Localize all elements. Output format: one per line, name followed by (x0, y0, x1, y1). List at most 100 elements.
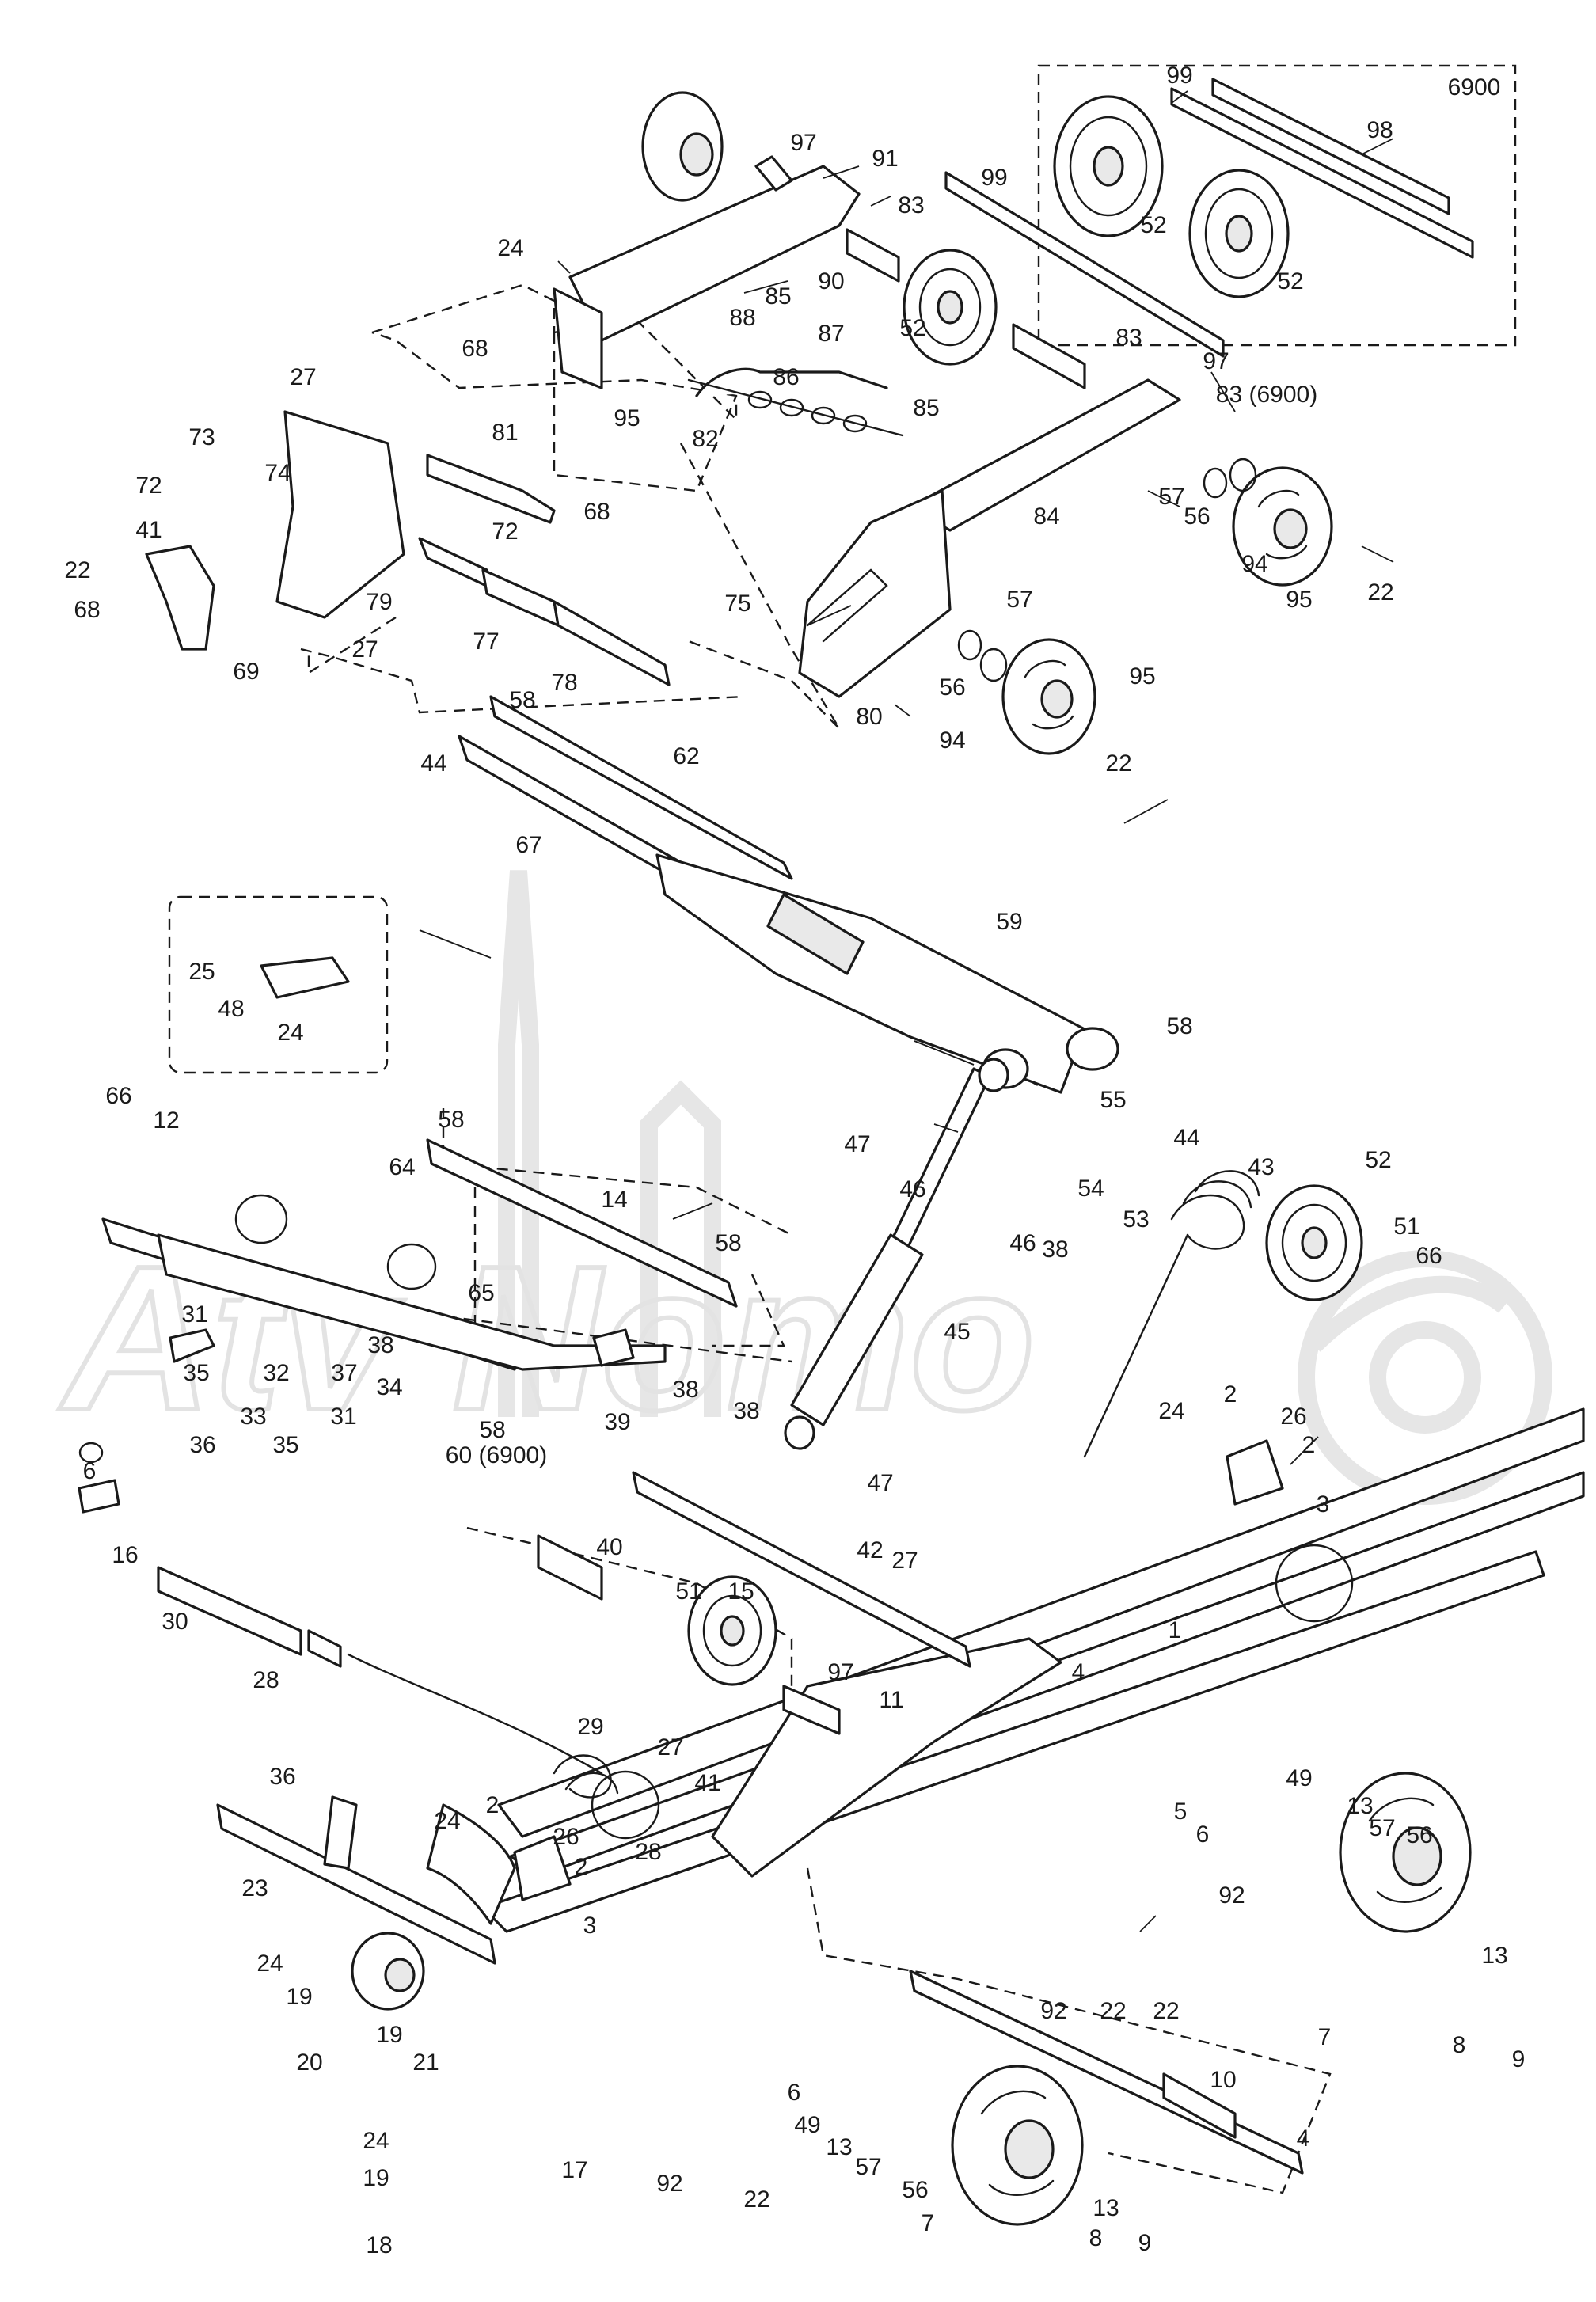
callout-91: 91 (872, 146, 898, 172)
callout-26: 26 (553, 1824, 579, 1850)
callout-87: 87 (818, 321, 844, 347)
callout-38: 38 (1042, 1236, 1068, 1263)
shaft-78 (553, 600, 671, 686)
callout-74: 74 (264, 460, 291, 486)
callout-57: 57 (855, 2154, 881, 2180)
callout-9: 9 (1138, 2230, 1152, 2256)
clip-39 (592, 1328, 635, 1367)
arm-gusset (766, 893, 864, 975)
callout-95: 95 (1129, 663, 1155, 689)
front-axle-assembly (216, 1795, 496, 2011)
shaft-42 (632, 1471, 971, 1668)
idler-wheel-94 (1232, 466, 1333, 587)
ring-6 (78, 1442, 104, 1464)
callout-66: 66 (105, 1083, 131, 1109)
rear-arm-assembly (553, 91, 1225, 437)
callout-60-6900: 60 (6900) (446, 1442, 547, 1468)
callout-19: 19 (363, 2165, 389, 2191)
callout-95: 95 (614, 405, 640, 431)
callout-40: 40 (596, 1534, 622, 1560)
callout-41: 41 (694, 1770, 720, 1796)
option-6900-assembly (1053, 78, 1474, 298)
block-26b (513, 1835, 572, 1901)
right-bracket-assembly (798, 378, 1333, 755)
callout-22: 22 (743, 2186, 770, 2213)
callout-58: 58 (1166, 1013, 1192, 1039)
callout-56: 56 (1184, 503, 1210, 530)
small-parts (78, 956, 1284, 1901)
wheel-hub (679, 132, 714, 177)
callout-81: 81 (492, 420, 518, 446)
callout-85: 85 (765, 283, 791, 310)
leader-lines (419, 90, 1394, 1932)
idler-wheel-52 (1053, 95, 1164, 237)
front-arm-mount-group-lower (553, 332, 738, 492)
callout-6: 6 (1196, 1821, 1210, 1848)
callout-22: 22 (1100, 1998, 1126, 2024)
callout-85: 85 (913, 395, 939, 421)
callout-20: 20 (296, 2049, 322, 2076)
snap-ring-57b (957, 629, 982, 661)
spring-hook-b (386, 1243, 437, 1290)
callout-38: 38 (672, 1377, 698, 1403)
callout-19: 19 (286, 1984, 312, 2010)
block-26 (1226, 1439, 1284, 1506)
idler-wheel-52 (902, 249, 998, 366)
callout-23: 23 (241, 1875, 268, 1901)
spacer-77b (481, 568, 560, 627)
callout-55: 55 (1100, 1087, 1126, 1113)
callout-22: 22 (64, 557, 90, 583)
callout-25: 25 (188, 959, 215, 985)
shock-absorber-45 (784, 1058, 1009, 1450)
callout-8: 8 (1453, 2032, 1466, 2058)
callout-42: 42 (857, 1537, 883, 1563)
callout-28: 28 (635, 1839, 661, 1865)
callout-39: 39 (604, 1409, 630, 1435)
callout-11: 11 (879, 1687, 903, 1713)
shock-eye-top (978, 1058, 1009, 1092)
shaft-81 (426, 454, 556, 524)
bracket-80-detail (806, 568, 888, 643)
shaft-83 (944, 171, 1225, 358)
axle-bracket-10 (1162, 2072, 1237, 2139)
callout-24: 24 (277, 1020, 303, 1046)
callout-83: 83 (898, 192, 924, 218)
callout-36: 36 (269, 1764, 295, 1790)
callout-43: 43 (1248, 1154, 1274, 1180)
rail-detail-circle-b (591, 1770, 660, 1840)
callout-34: 34 (376, 1374, 402, 1400)
callout-72: 72 (492, 519, 518, 545)
callout-65: 65 (468, 1280, 494, 1306)
callout-27: 27 (290, 364, 316, 390)
front-arm-group (300, 616, 745, 714)
rail-tip (426, 1803, 516, 1925)
front-arm-59 (458, 695, 1119, 1094)
callout-32: 32 (263, 1360, 289, 1386)
callout-64: 64 (389, 1154, 415, 1180)
callout-73: 73 (188, 424, 215, 450)
callout-46: 46 (899, 1176, 925, 1202)
callout-68: 68 (462, 336, 488, 362)
callout-92: 92 (1040, 1998, 1066, 2024)
callout-24: 24 (434, 1808, 460, 1834)
callout-27: 27 (891, 1548, 918, 1574)
callout-99: 99 (981, 165, 1007, 191)
callout-58: 58 (479, 1417, 505, 1443)
tube-62 (489, 695, 793, 880)
plate-69 (145, 545, 215, 651)
callout-30: 30 (162, 1609, 188, 1635)
callout-79: 79 (366, 589, 392, 615)
callout-13: 13 (1347, 1793, 1373, 1819)
rear-wheel-group (806, 1867, 1332, 2194)
option-bracket-box (168, 895, 389, 1074)
callout-8: 8 (1089, 2225, 1103, 2251)
callout-57: 57 (1006, 587, 1032, 613)
bracket-79 (276, 410, 405, 619)
spacer-83b (1012, 323, 1086, 389)
callout-58: 58 (438, 1107, 464, 1133)
callout-48: 48 (218, 996, 244, 1022)
bracket-80 (798, 489, 952, 698)
callout-10: 10 (1210, 2067, 1236, 2093)
callout-78: 78 (551, 670, 577, 696)
callout-16: 16 (112, 1542, 138, 1568)
